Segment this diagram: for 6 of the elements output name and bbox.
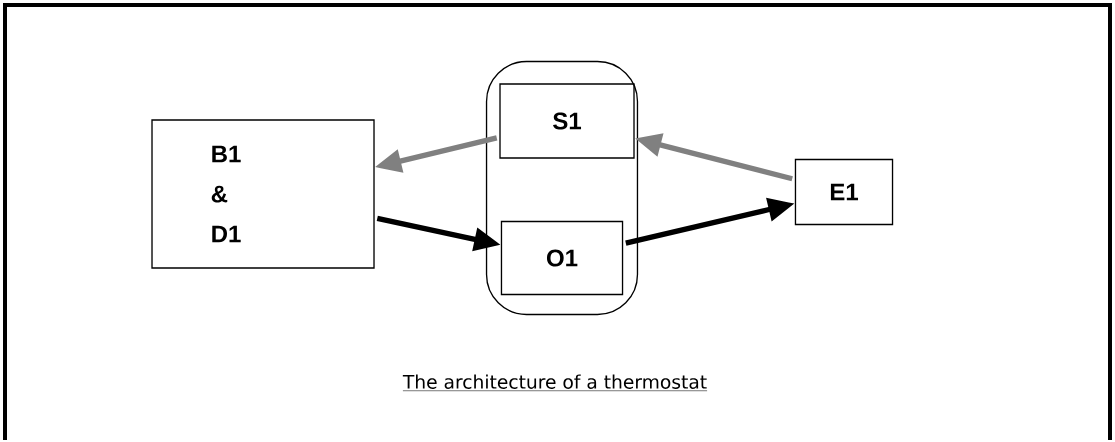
caption: The architecture of a thermostat: [402, 374, 708, 391]
process-box: E1: [794, 158, 894, 226]
process-box: S1: [499, 83, 635, 159]
process-box: B1 & D1: [151, 119, 375, 269]
group-outline: [485, 60, 639, 316]
process-box: O1: [500, 220, 624, 296]
